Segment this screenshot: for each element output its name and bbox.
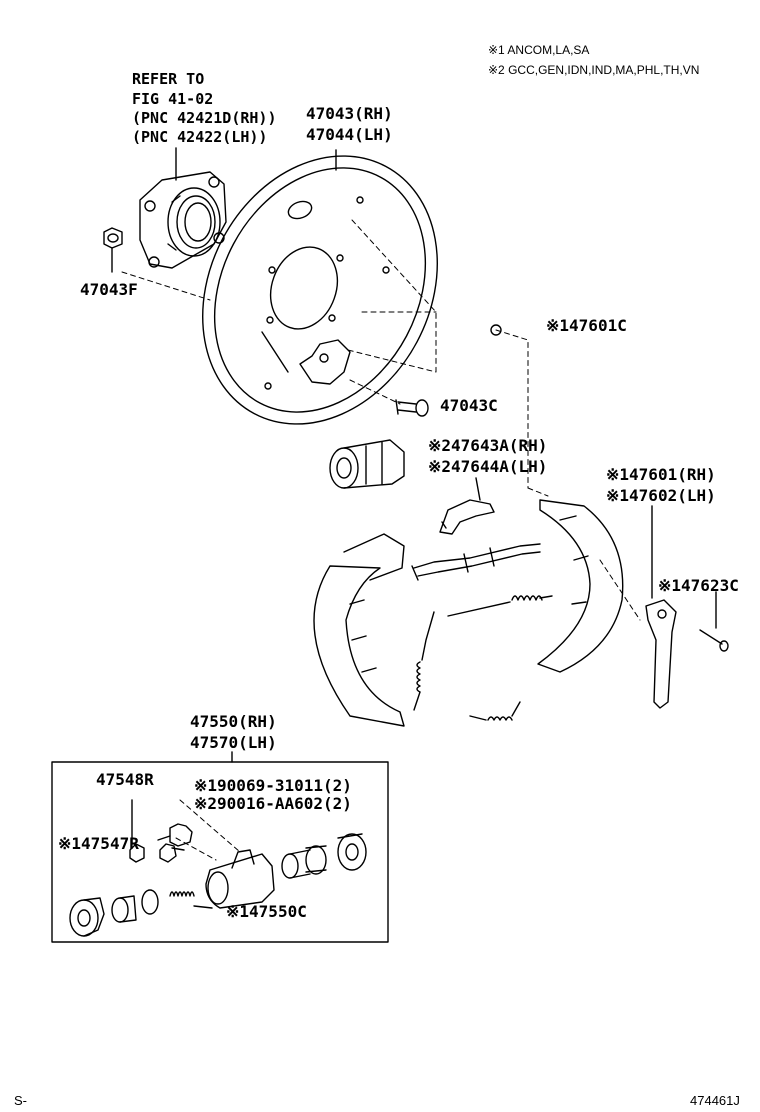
part-label-47547r[interactable]: ※147547R <box>58 834 139 853</box>
pin-drawing <box>699 591 729 652</box>
refer-line-3: (PNC 42421D(RH)) <box>132 109 277 127</box>
wheel-cylinder-parts-drawing <box>69 799 367 937</box>
refer-line-1: REFER TO <box>132 70 205 88</box>
part-label-47644a[interactable]: ※247644A(LH) <box>428 457 548 476</box>
part-label-47550c[interactable]: ※147550C <box>226 902 307 921</box>
screw-drawing <box>490 324 502 336</box>
part-label-47601c[interactable]: ※147601C <box>546 316 627 335</box>
wheel-cylinder-box <box>51 761 389 943</box>
right-brake-shoe-drawing <box>537 499 624 673</box>
footer-left-code: S- <box>14 1093 27 1108</box>
parking-lever-drawing <box>645 505 677 709</box>
note-2: ※2 GCC,GEN,IDN,IND,MA,PHL,TH,VN <box>488 63 700 77</box>
refer-line-4: (PNC 42422(LH)) <box>132 128 268 146</box>
part-label-47623c[interactable]: ※147623C <box>658 576 739 595</box>
axle-hub-drawing <box>139 171 227 269</box>
part-label-47043c[interactable]: 47043C <box>440 396 498 415</box>
part-label-47643a[interactable]: ※247643A(RH) <box>428 436 548 455</box>
bolt-drawing <box>395 399 429 417</box>
nut-drawing <box>103 227 123 273</box>
part-label-47043-rh[interactable]: 47043(RH) <box>306 104 393 123</box>
refer-line-2: FIG 41-02 <box>132 90 214 108</box>
adjuster-strut-drawing <box>411 543 541 581</box>
part-label-47044-lh[interactable]: 47044(LH) <box>306 125 393 144</box>
part-label-47550-rh[interactable]: 47550(RH) <box>190 712 277 731</box>
adjusting-lever-drawing <box>439 477 495 535</box>
wheel-cylinder-top-drawing <box>329 439 405 489</box>
part-label-47548r[interactable]: 47548R <box>96 770 154 789</box>
part-label-90016[interactable]: ※290016-AA602(2) <box>194 794 352 813</box>
part-label-47570-lh[interactable]: 47570(LH) <box>190 733 277 752</box>
dashed-guide-lines <box>121 219 641 861</box>
part-label-47602-lh[interactable]: ※147602(LH) <box>606 486 716 505</box>
backing-plate-drawing <box>202 149 438 425</box>
note-1: ※1 ANCOM,LA,SA <box>488 43 590 57</box>
footer-diagram-id: 474461J <box>690 1093 740 1108</box>
part-label-47043f[interactable]: 47043F <box>80 280 138 299</box>
part-label-90069[interactable]: ※190069-31011(2) <box>194 776 352 795</box>
springs-drawing <box>413 595 553 721</box>
left-brake-shoe-drawing <box>313 533 405 727</box>
part-label-47601-rh[interactable]: ※147601(RH) <box>606 465 716 484</box>
